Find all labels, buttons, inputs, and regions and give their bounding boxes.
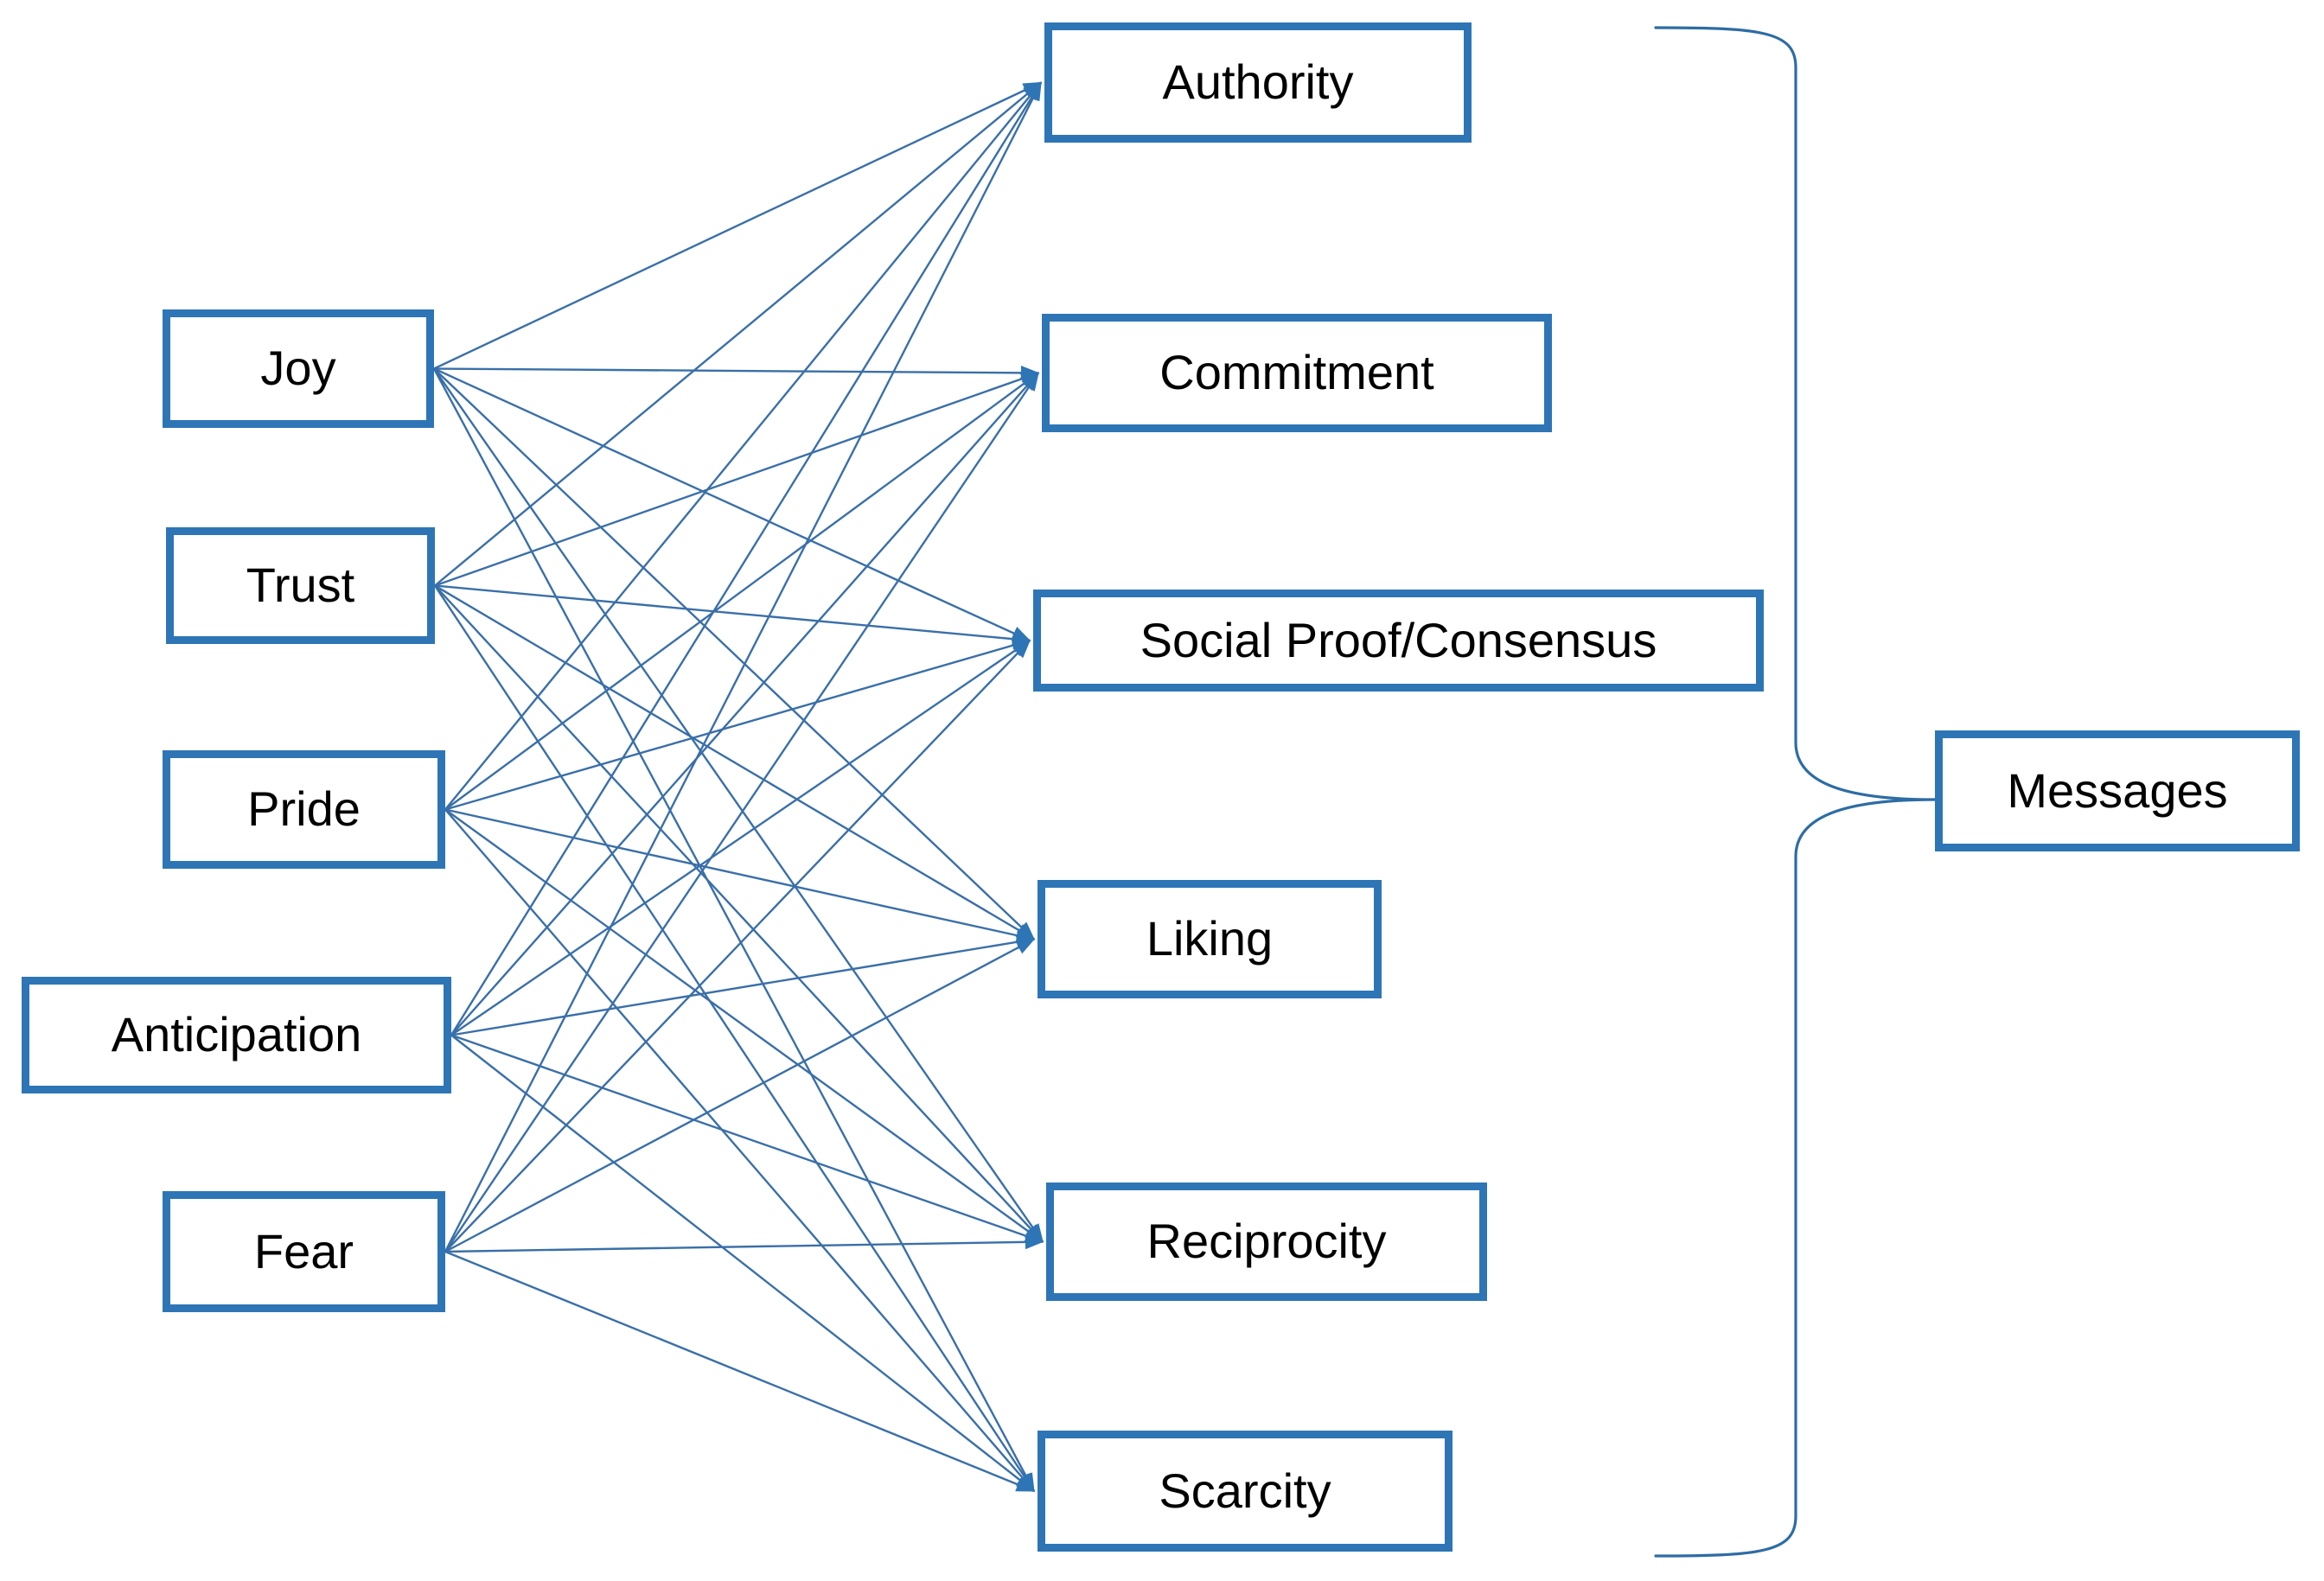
edge-joy-to-commitment: [433, 365, 1040, 380]
emotion-node-joy[interactable]: Joy: [163, 309, 434, 428]
principle-node-commitment[interactable]: Commitment: [1042, 314, 1552, 432]
edge-fear-to-authority: [444, 81, 1043, 1253]
edge-anticipation-to-social-proof: [450, 640, 1031, 1036]
emotion-node-fear[interactable]: Fear: [163, 1191, 445, 1312]
principle-node-social-proof[interactable]: Social Proof/Consensus: [1033, 590, 1764, 692]
edge-fear-to-liking: [444, 938, 1036, 1253]
edge-group: [432, 81, 1044, 1493]
principle-node-social-proof-label: Social Proof/Consensus: [1140, 612, 1657, 667]
principle-node-scarcity[interactable]: Scarcity: [1038, 1431, 1452, 1552]
edge-fear-to-social-proof: [444, 639, 1031, 1253]
edge-anticipation-to-commitment: [450, 372, 1039, 1036]
emotion-node-trust[interactable]: Trust: [166, 527, 435, 644]
edge-trust-to-scarcity: [433, 584, 1036, 1493]
edge-pride-to-liking: [444, 808, 1036, 943]
principle-node-authority[interactable]: Authority: [1044, 22, 1472, 143]
principle-node-liking-label: Liking: [1146, 911, 1274, 966]
edge-anticipation-to-reciprocity: [450, 1034, 1044, 1243]
emotion-node-anticipation-label: Anticipation: [111, 1007, 362, 1062]
principle-node-authority-label: Authority: [1162, 54, 1354, 110]
output-node-messages-label: Messages: [2007, 762, 2228, 818]
emotion-node-joy-label: Joy: [260, 341, 336, 396]
edge-pride-to-commitment: [444, 372, 1040, 811]
principle-node-commitment-label: Commitment: [1159, 345, 1434, 400]
edge-joy-to-authority: [433, 81, 1043, 370]
emotion-node-pride-label: Pride: [247, 781, 361, 837]
edge-anticipation-to-liking: [450, 934, 1036, 1036]
brace-group: [1654, 26, 1936, 1558]
edge-fear-to-reciprocity: [444, 1234, 1044, 1253]
emotion-node-fear-label: Fear: [253, 1223, 354, 1278]
edge-joy-to-scarcity: [432, 367, 1036, 1493]
principle-node-scarcity-label: Scarcity: [1159, 1463, 1331, 1518]
emotion-node-pride[interactable]: Pride: [163, 750, 445, 869]
edge-fear-to-scarcity: [444, 1250, 1036, 1493]
edge-joy-to-reciprocity: [433, 367, 1044, 1243]
edge-pride-to-social-proof: [444, 638, 1031, 811]
edge-joy-to-liking: [433, 367, 1036, 940]
output-node-messages[interactable]: Messages: [1935, 730, 2300, 851]
edge-joy-to-social-proof: [433, 367, 1031, 642]
principle-node-reciprocity[interactable]: Reciprocity: [1046, 1183, 1487, 1301]
edge-trust-to-reciprocity: [434, 584, 1044, 1243]
edge-pride-to-scarcity: [444, 808, 1035, 1493]
edge-anticipation-to-scarcity: [450, 1034, 1036, 1492]
grouping-brace: [1654, 26, 1936, 1558]
emotion-node-anticipation[interactable]: Anticipation: [22, 977, 451, 1093]
edge-fear-to-commitment: [444, 372, 1039, 1253]
emotion-node-trust-label: Trust: [246, 558, 355, 613]
edge-trust-to-social-proof: [434, 584, 1031, 647]
edge-anticipation-to-authority: [450, 81, 1043, 1036]
edge-trust-to-liking: [434, 584, 1036, 940]
edge-pride-to-authority: [444, 81, 1042, 811]
edge-pride-to-reciprocity: [444, 808, 1044, 1243]
principle-node-liking[interactable]: Liking: [1038, 880, 1382, 998]
edge-trust-to-authority: [434, 81, 1043, 587]
principle-node-reciprocity-label: Reciprocity: [1146, 1214, 1387, 1269]
edge-trust-to-commitment: [434, 372, 1040, 587]
